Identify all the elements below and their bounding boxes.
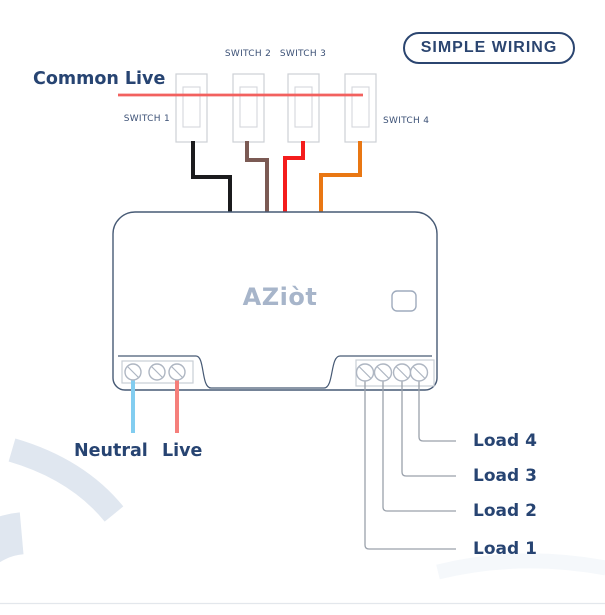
switch-2-label: SWITCH 2 [224,49,272,59]
switch-1-body [175,73,208,143]
load-4-line [418,380,456,442]
load-lines [364,380,456,550]
screw-terminal-load-3 [392,363,412,382]
switch-3-body [287,73,320,143]
screw-terminals [124,363,429,382]
switch-1-wire [191,141,232,214]
simple-wiring-badge: SIMPLE WIRING [403,32,575,64]
screw-terminal-load-4 [409,363,429,382]
load-2-line [382,380,456,512]
common-live-label: Common Live [33,69,166,89]
pairing-button [391,290,417,312]
switch-4-rocker [351,86,370,128]
load-3-label: Load 3 [473,466,537,486]
switch-4-label: SWITCH 4 [383,116,430,126]
screw-terminal-load-2 [373,363,393,382]
load-2-label: Load 2 [473,501,537,521]
switch-2-rocker [239,86,258,128]
aziot-brand-logo: AZiòt [242,283,318,311]
switch-3-wire [283,141,305,214]
load-1-label: Load 1 [473,539,537,559]
device-step-line [118,355,432,389]
load-3-line [401,380,456,477]
load-1-line [364,380,456,550]
live-label: Live [162,441,203,461]
decor-arc-band [8,438,124,522]
neutral-label: Neutral [74,441,148,461]
device-body [112,211,438,391]
switch-1-label: SWITCH 1 [123,114,170,124]
decor-ring [0,512,80,615]
decor-arc-right [436,553,605,580]
load-4-label: Load 4 [473,431,537,451]
switch-4-wire [319,141,362,214]
screw-terminal-live [168,363,186,381]
switch-1-rocker [182,86,201,128]
switch-2-body [232,73,265,143]
switch-3-rocker [294,86,313,128]
screw-terminal-neutral [124,363,142,381]
switch-2-wire [245,141,269,214]
decor-bottom-mask [0,604,605,615]
switch-3-label: SWITCH 3 [279,49,327,59]
switch-4-body [344,73,377,143]
screw-terminal-spare [148,363,166,381]
screw-terminal-load-1 [355,363,375,382]
